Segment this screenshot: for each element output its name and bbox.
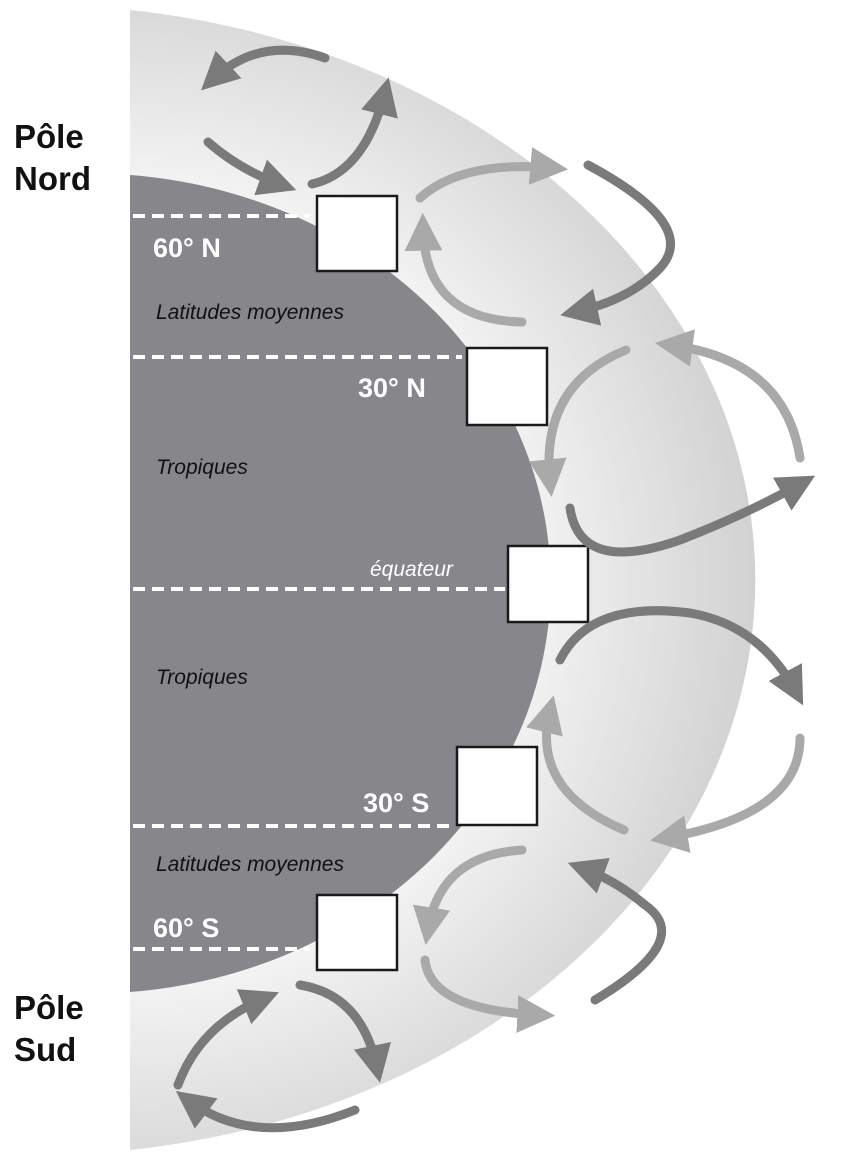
label-equator: équateur	[370, 558, 454, 581]
arrow-polar-north-right	[307, 77, 398, 189]
arrow-ferrel-north-top	[415, 147, 569, 203]
answer-box-60s[interactable]	[315, 893, 399, 972]
arrow-ferrel-south-right	[567, 857, 667, 1005]
arrow-hadley-north-left	[528, 345, 631, 498]
label-north-pole-line1: Pôle	[14, 118, 84, 155]
label-30n: 30° N	[358, 373, 426, 403]
earth-half-disc	[130, 175, 551, 992]
zone-tropics-north: Tropiques	[156, 456, 248, 479]
arrow-hadley-south-left	[526, 695, 629, 835]
arrow-polar-south-left	[173, 989, 279, 1090]
label-30s: 30° S	[363, 788, 429, 818]
arrow-hadley-north-top	[655, 329, 805, 463]
zone-mid-latitudes-south: Latitudes moyennes	[156, 853, 344, 876]
label-south-pole: Pôle Sud	[14, 987, 84, 1071]
zone-tropics-south: Tropiques	[156, 666, 248, 689]
label-south-pole-line2: Sud	[14, 1031, 77, 1068]
arrow-ferrel-south-top	[412, 845, 527, 945]
arrow-hadley-south-top	[555, 606, 804, 706]
arrow-polar-north-top	[200, 45, 330, 91]
answer-box-60n[interactable]	[315, 194, 399, 273]
answer-box-30n[interactable]	[465, 346, 549, 427]
answer-box-30s[interactable]	[455, 745, 539, 827]
arrow-polar-north-left	[203, 137, 297, 196]
arrow-ferrel-north-bottom	[404, 212, 527, 327]
arrow-polar-south-bottom	[175, 1090, 360, 1133]
answer-box-equator[interactable]	[506, 544, 590, 624]
arrow-hadley-south-right	[650, 733, 805, 853]
zone-mid-latitudes-north: Latitudes moyennes	[156, 301, 344, 324]
label-north-pole: Pôle Nord	[14, 116, 91, 200]
arrow-ferrel-south-bottom	[420, 955, 556, 1033]
label-60n: 60° N	[153, 233, 221, 263]
arrow-ferrel-north-right	[560, 160, 675, 326]
label-south-pole-line1: Pôle	[14, 989, 84, 1026]
label-60s: 60° S	[153, 913, 219, 943]
arrow-hadley-north-bottom	[565, 475, 816, 557]
label-north-pole-line2: Nord	[14, 160, 91, 197]
arrow-polar-south-right	[295, 980, 391, 1083]
